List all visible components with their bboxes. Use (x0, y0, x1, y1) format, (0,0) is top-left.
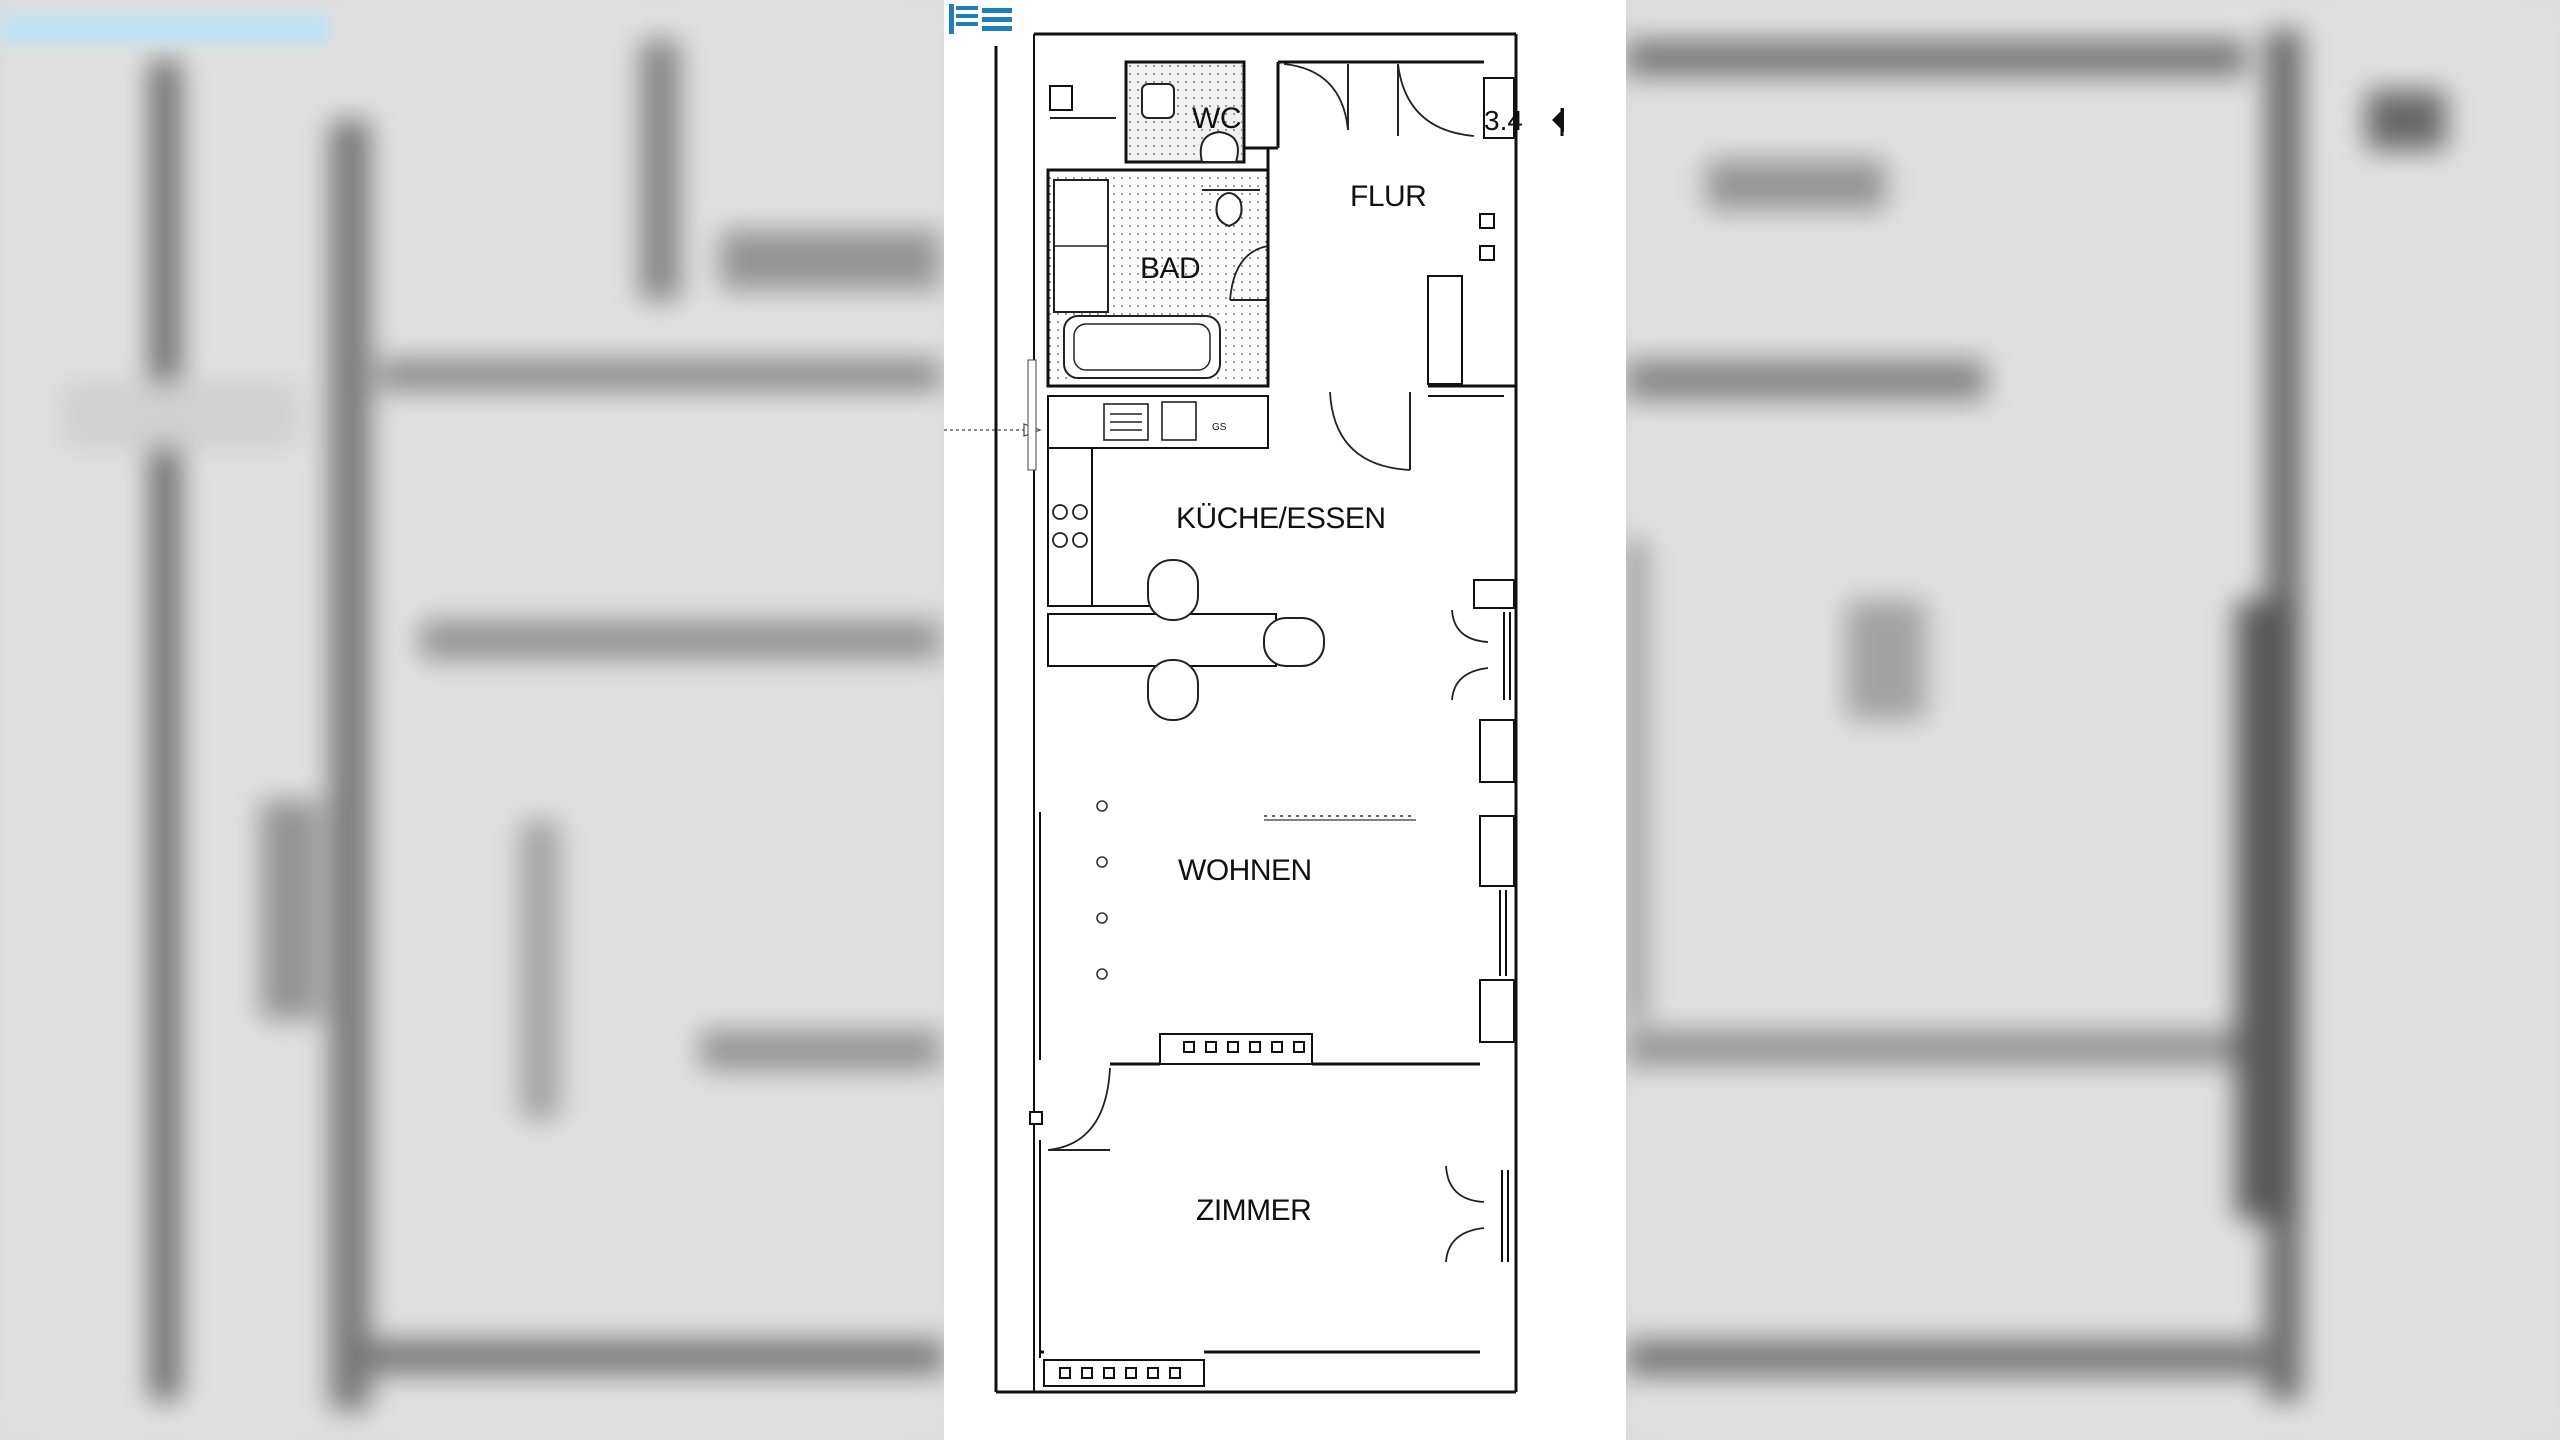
room-label-flur: FLUR (1350, 180, 1426, 213)
floor-plan-panel: WC FLUR BAD KÜCHE/ESSEN WOHNEN ZIMMER 3.… (944, 0, 1626, 1440)
wohnen-fixtures (1096, 800, 1416, 980)
brand-logo-icon (949, 4, 1012, 34)
highlight-strip (0, 14, 330, 44)
bad-room (1046, 168, 1270, 388)
kitchen-counters (1047, 395, 1325, 721)
bottom-wall (1040, 1350, 1480, 1387)
wc-room (1049, 60, 1246, 172)
entrance-marker (1552, 108, 1564, 136)
window-wohnen (1479, 719, 1515, 1043)
entrance-label: 3.4 (1484, 105, 1523, 136)
flur-room (1244, 60, 1516, 471)
blurred-background-left (0, 0, 944, 1440)
appliance-label: GS (1212, 422, 1227, 433)
left-wall-details (944, 359, 1043, 1358)
window-zimmer (1445, 1165, 1509, 1263)
room-label-wohnen: WOHNEN (1178, 854, 1312, 887)
room-label-wc: WC (1192, 102, 1241, 135)
blurred-plan-right (1626, 0, 2560, 1440)
blurred-plan-left (0, 0, 944, 1440)
blurred-background-right (1626, 0, 2560, 1440)
room-label-kueche: KÜCHE/ESSEN (1176, 502, 1386, 535)
floor-plan: WC FLUR BAD KÜCHE/ESSEN WOHNEN ZIMMER 3.… (944, 4, 1564, 1394)
room-label-bad: BAD (1140, 252, 1200, 285)
window-kitchen (1451, 579, 1515, 701)
partition-wohnen-zimmer (1047, 1033, 1480, 1151)
room-label-zimmer: ZIMMER (1196, 1194, 1311, 1227)
outer-walls (994, 32, 1518, 1394)
